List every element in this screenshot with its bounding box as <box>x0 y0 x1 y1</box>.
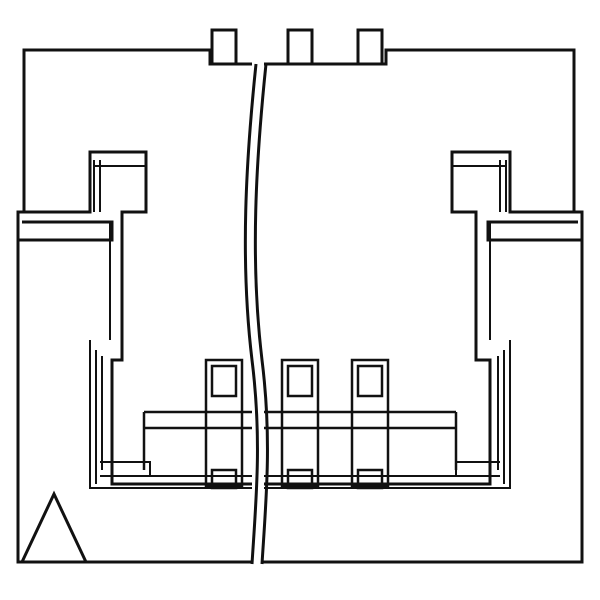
pin-3 <box>350 358 390 490</box>
right-inner-step <box>452 160 507 340</box>
top-tab-3 <box>356 28 384 66</box>
right-base-outline <box>262 210 584 564</box>
left-shelf <box>18 220 114 242</box>
left-inner-step <box>93 160 146 340</box>
break-line <box>243 63 269 565</box>
right-inner-wall <box>264 340 511 489</box>
top-tab-1 <box>210 28 238 66</box>
left-housing <box>16 28 252 564</box>
left-inner-wall <box>89 340 252 489</box>
right-outline <box>264 48 576 486</box>
right-shelf <box>486 220 582 242</box>
orientation-triangle-icon <box>20 490 88 563</box>
right-housing <box>262 28 584 564</box>
left-inner-floor <box>100 461 252 477</box>
pins <box>204 358 390 490</box>
left-outline <box>22 48 252 486</box>
left-base-outline <box>16 210 252 564</box>
top-tab-2 <box>286 28 314 66</box>
pin-2 <box>280 358 320 490</box>
center-rails <box>142 410 458 470</box>
pin-1 <box>204 358 244 490</box>
